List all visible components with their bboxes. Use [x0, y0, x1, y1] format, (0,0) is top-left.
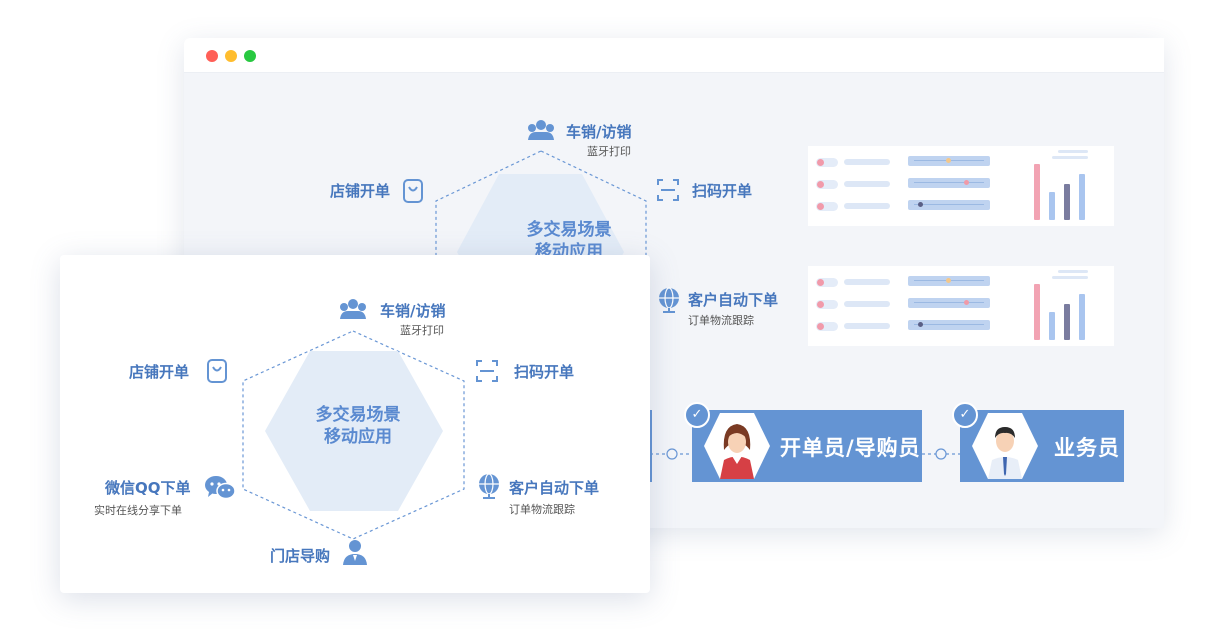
front-card: 多交易场景 移动应用 车销/访销 蓝牙打印 店铺开单 扫码开单: [60, 255, 650, 593]
back-center-line1: 多交易场景: [526, 220, 612, 240]
group-users-icon: [340, 299, 366, 319]
legend-line: [844, 301, 890, 307]
back-hex-outline: [435, 150, 647, 360]
role-label-clerk: 开单员/导购员: [780, 436, 921, 460]
back-top-left-label: 店铺开单: [330, 182, 391, 200]
front-diagram: [242, 330, 465, 540]
close-window-dot[interactable]: [206, 50, 218, 62]
back-top-right-label: 扫码开单: [692, 182, 753, 200]
front-bottom-right-sub: 订单物流跟踪: [509, 503, 575, 516]
role-label-sales: 业务员: [1054, 436, 1120, 460]
progress-row: [908, 178, 990, 188]
bar: [1064, 184, 1070, 220]
scan-icon: [657, 179, 679, 201]
legend-line: [844, 323, 890, 329]
back-bottom-right-label: 客户自动下单: [688, 291, 779, 309]
front-text-layer: 多交易场景 移动应用 车销/访销 蓝牙打印 店铺开单 扫码开单: [60, 255, 650, 593]
connector-left: [650, 448, 696, 460]
bar: [1079, 294, 1085, 340]
progress-row: [908, 200, 990, 210]
progress-row: [908, 156, 990, 166]
globe-icon: [479, 473, 499, 499]
chart-subtitle-line: [1052, 156, 1088, 159]
legend-line: [844, 279, 890, 285]
bar: [1049, 192, 1055, 220]
legend-pill: [816, 278, 838, 287]
bar: [1034, 284, 1040, 340]
front-hex-outline: [242, 330, 465, 540]
check-badge-clerk: ✓: [684, 402, 710, 428]
chart-title-line: [1058, 150, 1088, 153]
chart-card-bottom: [808, 266, 1114, 346]
legend-pill: [816, 322, 838, 331]
bar: [1034, 164, 1040, 220]
front-bottom-left-label: 微信QQ下单: [105, 479, 191, 497]
front-top-label: 车销/访销: [380, 302, 446, 320]
chart-card-top: [808, 146, 1114, 226]
user-icon: [343, 540, 367, 565]
legend-pill: [816, 202, 838, 211]
legend-pill: [816, 180, 838, 189]
bar: [1064, 304, 1070, 340]
back-top-label: 车销/访销: [566, 123, 632, 141]
legend-line: [844, 181, 890, 187]
front-bottom-left-sub: 实时在线分享下单: [94, 504, 182, 517]
front-bottom-right-label: 客户自动下单: [509, 479, 600, 497]
role-card-sales[interactable]: 业务员: [960, 410, 1124, 482]
progress-row: [908, 298, 990, 308]
connector-right: [922, 448, 960, 460]
legend-line: [844, 159, 890, 165]
group-users-icon: [528, 120, 554, 140]
window-titlebar: [184, 38, 1164, 73]
front-hex-fill: [265, 351, 443, 511]
male-staff-avatar-icon: [972, 413, 1038, 479]
shopping-bag-icon: [207, 359, 227, 383]
back-text-layer: 多交易场景 移动应用 车销/访销 蓝牙打印 店铺开单 扫码开单: [184, 38, 1164, 528]
wechat-icon: [205, 476, 236, 500]
minimize-window-dot[interactable]: [225, 50, 237, 62]
globe-icon: [659, 287, 679, 313]
progress-row: [908, 276, 990, 286]
chart-title-line: [1058, 270, 1088, 273]
front-top-left-label: 店铺开单: [129, 363, 190, 381]
check-badge-sales: ✓: [952, 402, 978, 428]
legend-line: [844, 203, 890, 209]
role-card-clerk[interactable]: 开单员/导购员: [692, 410, 922, 482]
bar: [1049, 312, 1055, 340]
front-center-line1: 多交易场景: [315, 405, 401, 425]
shopping-bag-icon: [403, 179, 423, 203]
chart-subtitle-line: [1052, 276, 1088, 279]
front-center-line2: 移动应用: [324, 427, 392, 447]
scan-icon: [476, 360, 498, 382]
front-top-sub: 蓝牙打印: [400, 324, 444, 337]
progress-row: [908, 320, 990, 330]
front-bottom-label: 门店导购: [270, 547, 331, 565]
back-top-sub: 蓝牙打印: [587, 145, 631, 158]
front-top-right-label: 扫码开单: [514, 363, 575, 381]
maximize-window-dot[interactable]: [244, 50, 256, 62]
front-center-title: 多交易场景 移动应用: [273, 404, 443, 448]
legend-pill: [816, 158, 838, 167]
female-staff-avatar-icon: [704, 413, 770, 479]
legend-pill: [816, 300, 838, 309]
bar: [1079, 174, 1085, 220]
back-bottom-right-sub: 订单物流跟踪: [688, 314, 754, 327]
